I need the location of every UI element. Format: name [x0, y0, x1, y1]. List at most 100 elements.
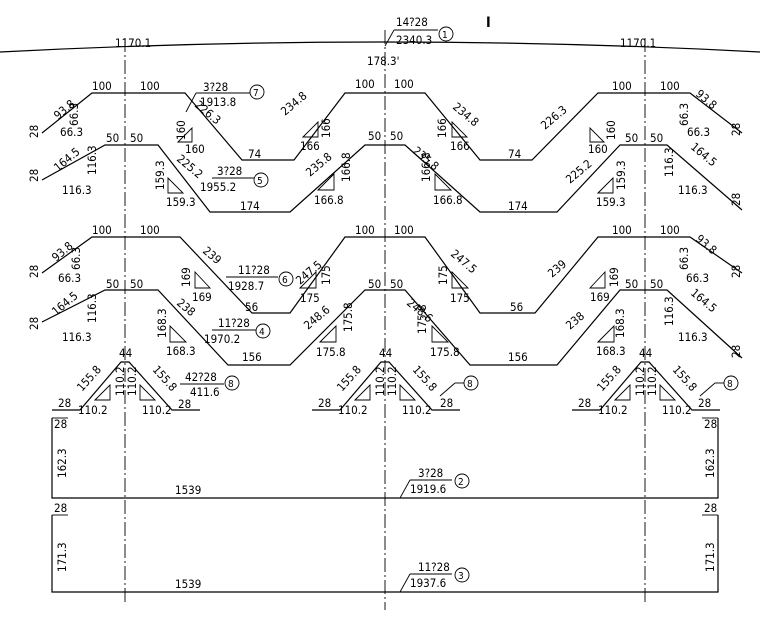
row3-flat-4: 100 [394, 223, 414, 237]
row1-slope-d: 226.3 [538, 103, 570, 133]
row5-l-leg-a: 110.2 [78, 403, 108, 417]
mark-circle-8b [463, 375, 479, 391]
row5-c-leg-b: 110.2 [402, 403, 432, 417]
row2-flat-4: 50 [390, 129, 403, 143]
row3-slope-b: 247.5 [448, 247, 480, 277]
row2-bottom-right: 174 [508, 199, 528, 213]
row2-flat-3: 50 [368, 129, 381, 143]
mark-circle-3 [454, 567, 470, 583]
row2-slope-a: 235.8 [303, 150, 335, 180]
bar2-height-left: 162.3 [55, 448, 69, 478]
row2-slope-c: 225.2 [174, 152, 206, 182]
row5-r-tri-b [659, 383, 677, 401]
row4-bottom-left: 156 [242, 350, 262, 364]
row5-r-leg-a: 110.2 [598, 403, 628, 417]
row4-end-leg-left: 116.3 [62, 330, 92, 344]
row4-tail-left: 28 [27, 317, 41, 330]
row5-r-slope-a: 155.8 [594, 363, 624, 394]
row1-tail-left: 28 [27, 125, 41, 138]
row5-l-tail-b: 28 [178, 397, 191, 411]
row1-leg-d-v: 160 [604, 120, 618, 140]
bar2-tail-right: 28 [704, 417, 717, 431]
mark-8a: 8 [228, 379, 234, 390]
row2-end-leg-left-v: 116.3 [85, 145, 99, 175]
row5-l-leg-a-v: 110.2 [113, 366, 127, 396]
row3-leg-b: 175 [300, 291, 320, 305]
row4-flat-5: 50 [625, 277, 638, 291]
row2-tri-3 [434, 172, 453, 191]
bar3-leader [399, 573, 411, 593]
row5-r-tri-a [613, 383, 631, 401]
row4-tri-1 [169, 324, 188, 343]
row5-l-tail-a: 28 [58, 396, 71, 410]
row1-end-leg-left-v: 66.3 [67, 103, 81, 126]
row1-flat-right2: 100 [660, 79, 680, 93]
row4-flat-1: 50 [106, 277, 119, 291]
bar3-len: 1937.6 [410, 576, 446, 590]
row5-hairpin-right [572, 361, 720, 411]
row4-leg-b: 175.8 [316, 345, 346, 359]
row2-tri-4 [596, 176, 614, 194]
row3-profile [41, 236, 743, 314]
row2-end-diag-right: 164.5 [688, 140, 720, 170]
row5-c-tail-b: 28 [440, 396, 453, 410]
row2-leg-b-v: 166.8 [339, 152, 353, 182]
row2-flat-2: 50 [130, 131, 143, 145]
row2-bottom-left: 174 [240, 199, 260, 213]
row3-leg-c: 175 [450, 291, 470, 305]
row5-r-leg-b: 110.2 [662, 403, 692, 417]
mark-7: 7 [253, 88, 259, 99]
row2-leg-b: 166.8 [314, 193, 344, 207]
row3-bottom-left: 56 [245, 300, 258, 314]
row5-r-tail-a: 28 [578, 396, 591, 410]
row4-bottom-right: 156 [508, 350, 528, 364]
row2-leg-d: 159.3 [596, 195, 626, 209]
mark-5: 5 [257, 176, 263, 187]
row5-top-right: 44 [639, 346, 652, 360]
row4-slope-d: 238 [563, 309, 587, 332]
row4-flat-4: 50 [390, 277, 403, 291]
row1-flat-left2: 100 [140, 79, 160, 93]
row5-c-tri-b [399, 383, 417, 401]
row5-c-slope-a: 155.8 [334, 363, 364, 394]
top-arc-line [0, 41, 760, 53]
row5-l-tri-a [93, 383, 111, 401]
row5-l-slope-a: 155.8 [74, 363, 104, 394]
mark-circle-4 [255, 323, 271, 339]
bar3-height-right: 171.3 [703, 542, 717, 572]
mark-8c: 8 [727, 379, 733, 390]
row4-leg-d: 168.3 [596, 344, 626, 358]
row1-tail-right: 28 [729, 123, 743, 136]
row5-c-leg-a-v: 110.2 [373, 366, 387, 396]
mark-2: 2 [458, 477, 464, 488]
row4-flat-2: 50 [130, 277, 143, 291]
row3-tail-left: 28 [27, 265, 41, 278]
row2-end-leg-right-v: 116.3 [662, 147, 676, 177]
row3-leg-a: 169 [192, 290, 212, 304]
bar2-height-right: 162.3 [703, 448, 717, 478]
bar3-tail-right: 28 [704, 501, 717, 515]
row1-flat-mid2: 100 [394, 77, 414, 91]
row5-c-tail-a: 28 [318, 396, 331, 410]
row1-leader [185, 92, 197, 113]
row4-end-leg-left-v: 116.3 [85, 293, 99, 323]
row4-profile [41, 289, 743, 366]
row3-end-diag-right: 93.8 [693, 232, 720, 258]
row1-leg-d: 160 [588, 142, 608, 156]
row2-flat-5: 50 [625, 131, 638, 145]
row5-r-leader [699, 382, 716, 397]
row4-tri-4 [596, 324, 615, 343]
row1-leg-b-v: 166 [319, 118, 333, 138]
row2-slope-d: 225.2 [563, 157, 595, 187]
row5-c-leg-a: 110.2 [338, 403, 368, 417]
row5-l-tri-b [139, 383, 157, 401]
row5-c-leader [439, 382, 456, 397]
mark-circle-8c [723, 375, 739, 391]
row1-leg-a-v: 160 [174, 120, 188, 140]
row5-hairpin-left [52, 361, 200, 411]
row4-flat-3: 50 [368, 277, 381, 291]
center-sub: 178.3' [367, 54, 399, 68]
row3-flat-6: 100 [660, 223, 680, 237]
mark-circle-1 [438, 26, 454, 42]
